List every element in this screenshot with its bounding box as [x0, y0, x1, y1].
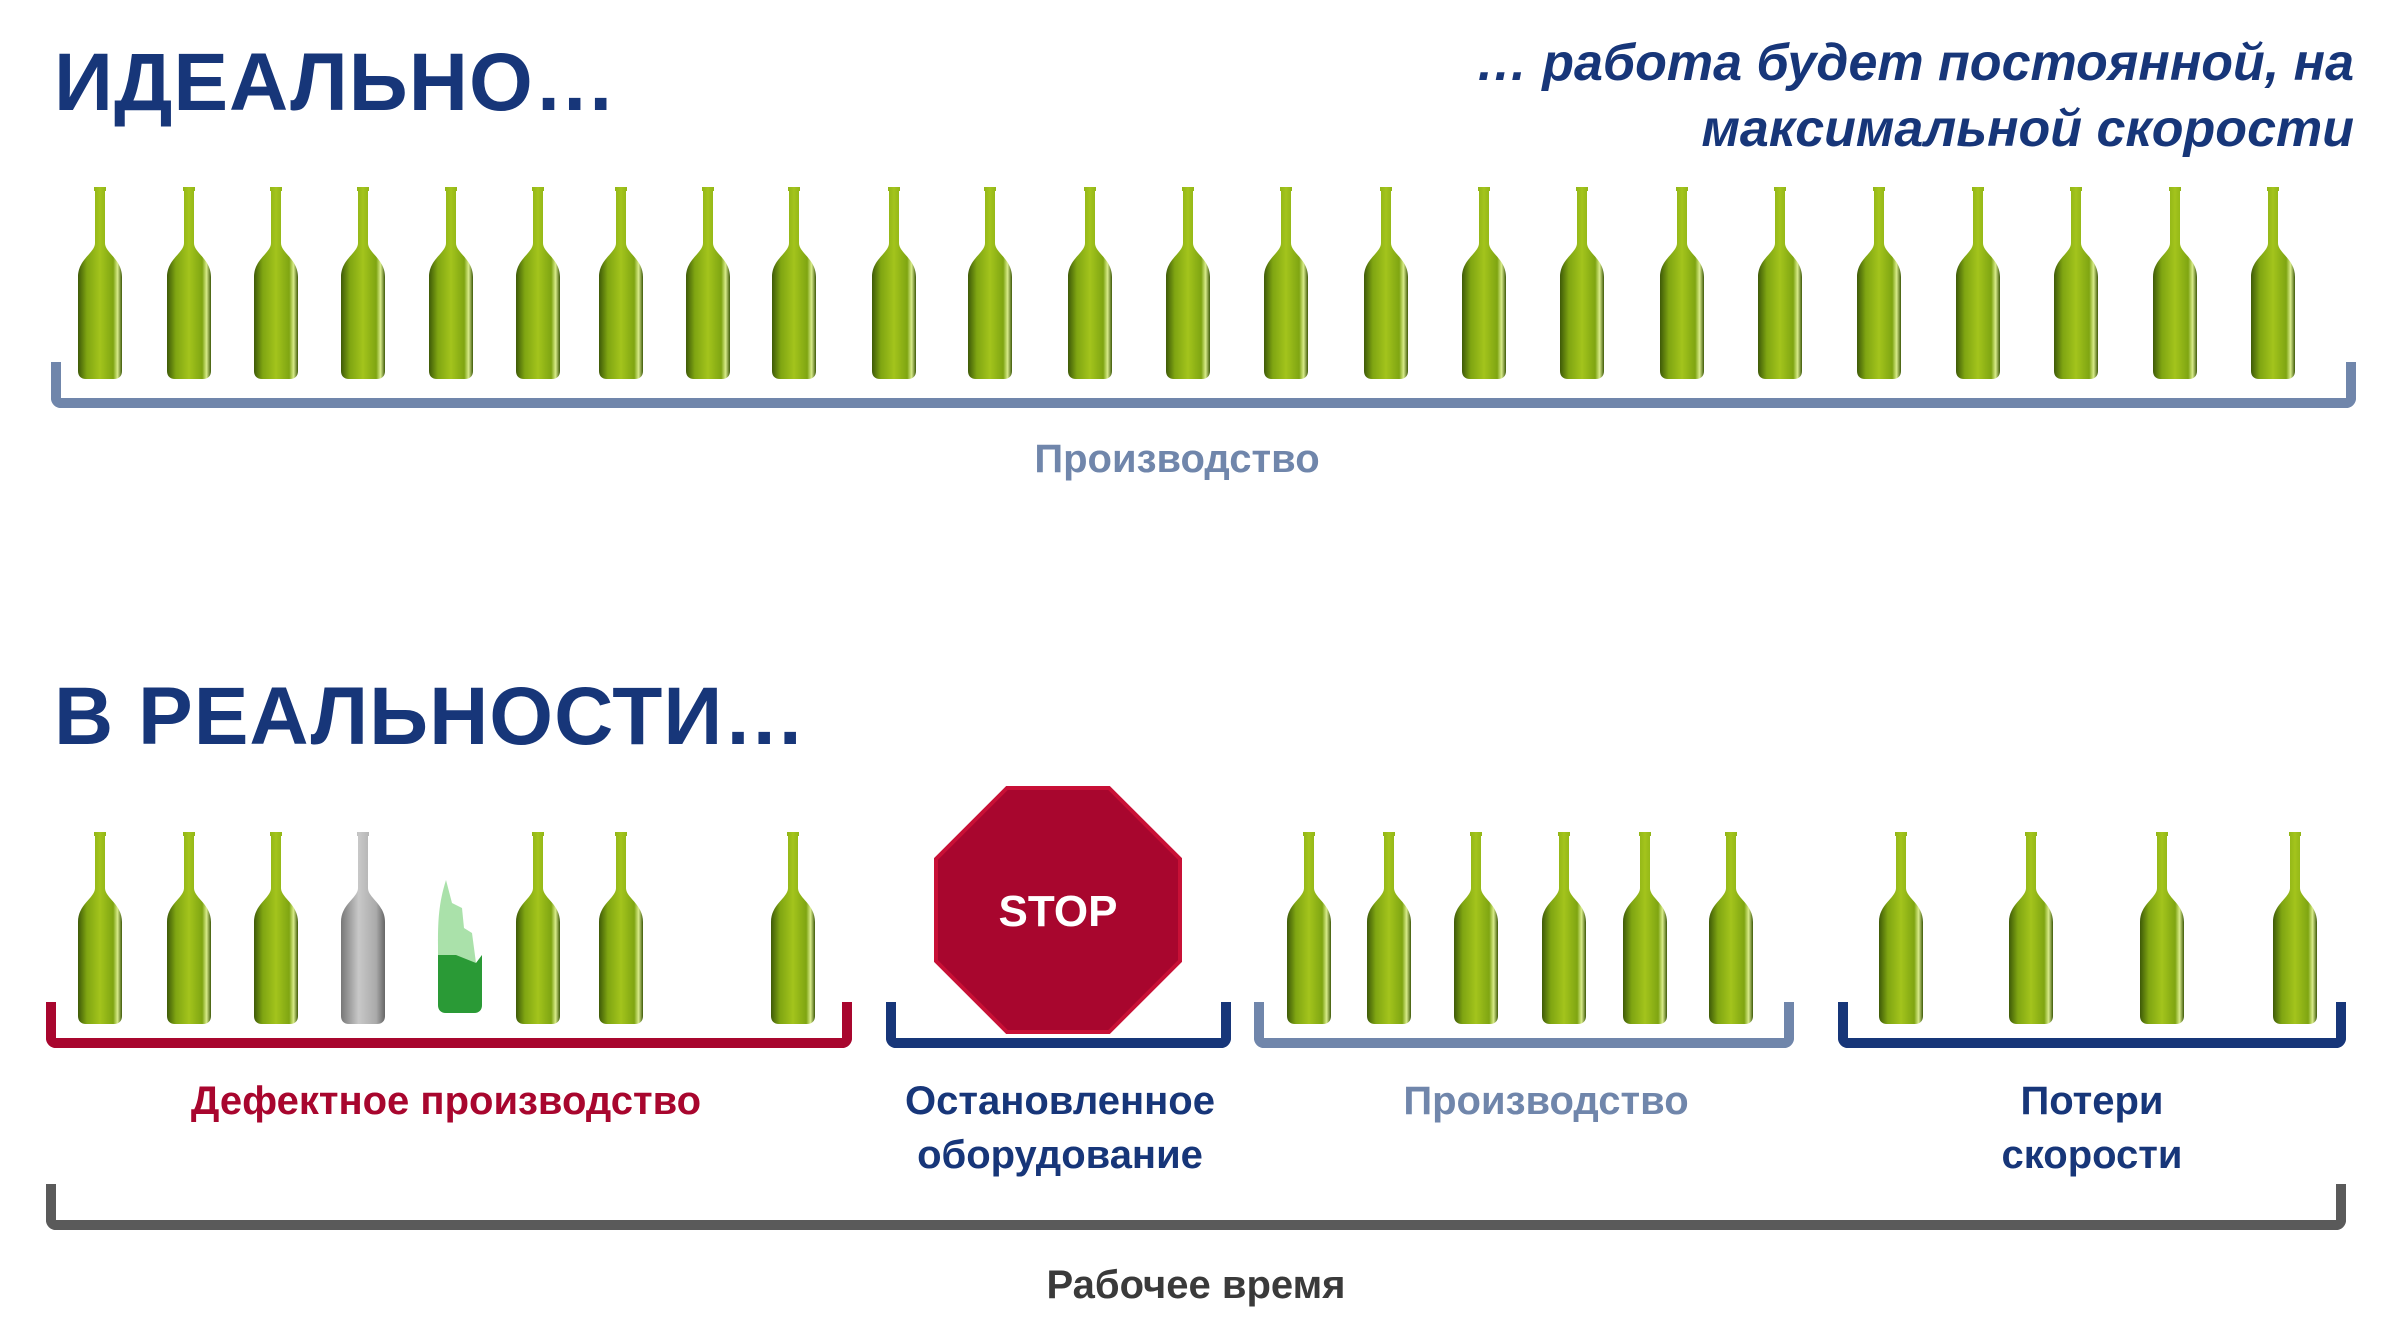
- clear-bottle-icon: [337, 830, 389, 1025]
- bottle-icon: [2247, 185, 2299, 380]
- bottle-icon: [1450, 830, 1502, 1025]
- production-bracket: [1254, 1002, 1794, 1048]
- bottle-icon: [1458, 185, 1510, 380]
- bottle-icon: [1360, 185, 1412, 380]
- bottle-icon: [74, 185, 126, 380]
- bottle-icon: [163, 185, 215, 380]
- bottle-icon: [1283, 830, 1335, 1025]
- ideal-subtitle: … работа будет постоянной, на максимальн…: [1476, 30, 2354, 162]
- stopped-label-line-2: оборудование: [917, 1133, 1203, 1177]
- bottle-icon: [1538, 830, 1590, 1025]
- bottle-icon: [1162, 185, 1214, 380]
- stop-sign-icon: STOP: [934, 786, 1182, 1034]
- bottle-icon: [1875, 830, 1927, 1025]
- bottle-icon: [2050, 185, 2102, 380]
- ideal-title: ИДЕАЛЬНО…: [54, 37, 617, 128]
- bottle-icon: [1952, 185, 2004, 380]
- bottle-icon: [74, 830, 126, 1025]
- subtitle-line-2: максимальной скорости: [1701, 100, 2354, 158]
- bottle-icon: [1656, 185, 1708, 380]
- bottle-icon: [2136, 830, 2188, 1025]
- stopped-label-line-1: Остановленное: [905, 1079, 1215, 1123]
- bottle-icon: [1853, 185, 1905, 380]
- speed-loss-label-line-2: скорости: [2001, 1133, 2183, 1177]
- working-time-bracket: [46, 1184, 2346, 1230]
- production-label: Производство: [1403, 1079, 1689, 1123]
- broken-bottle-icon: [438, 880, 482, 1013]
- bottle-icon: [2149, 185, 2201, 380]
- working-time-label: Рабочее время: [1046, 1263, 1346, 1307]
- defect-bracket: [46, 1002, 852, 1048]
- defect-label: Дефектное производство: [190, 1079, 702, 1123]
- speed-loss-bracket: [1838, 1002, 2346, 1048]
- bottle-icon: [868, 185, 920, 380]
- bottle-icon: [512, 830, 564, 1025]
- bottle-icon: [768, 185, 820, 380]
- bottle-icon: [512, 185, 564, 380]
- ideal-production-bracket: [51, 362, 2356, 408]
- bottle-icon: [1754, 185, 1806, 380]
- stopped-label: Остановленное оборудование: [905, 1074, 1215, 1182]
- bottle-icon: [1363, 830, 1415, 1025]
- bottle-icon: [1260, 185, 1312, 380]
- bottle-icon: [1064, 185, 1116, 380]
- speed-loss-label-line-1: Потери: [2020, 1079, 2164, 1123]
- bottle-icon: [2005, 830, 2057, 1025]
- bottle-icon: [1556, 185, 1608, 380]
- bottle-icon: [250, 185, 302, 380]
- bottle-icon: [1705, 830, 1757, 1025]
- reality-title: В РЕАЛЬНОСТИ…: [54, 671, 807, 762]
- stopped-bracket: [886, 1002, 1231, 1048]
- bottle-icon: [250, 830, 302, 1025]
- bottle-icon: [595, 830, 647, 1025]
- stop-sign-text: STOP: [998, 887, 1117, 936]
- bottle-icon: [767, 830, 819, 1025]
- bottle-icon: [425, 185, 477, 380]
- speed-loss-label: Потери скорости: [2002, 1074, 2183, 1182]
- subtitle-line-1: … работа будет постоянной, на: [1475, 34, 2354, 92]
- bottle-icon: [964, 185, 1016, 380]
- bottle-icon: [163, 830, 215, 1025]
- bottle-icon: [682, 185, 734, 380]
- bottle-icon: [337, 185, 389, 380]
- bottle-icon: [2269, 830, 2321, 1025]
- ideal-production-label: Производство: [1034, 437, 1320, 481]
- bottle-icon: [1619, 830, 1671, 1025]
- bottle-icon: [595, 185, 647, 380]
